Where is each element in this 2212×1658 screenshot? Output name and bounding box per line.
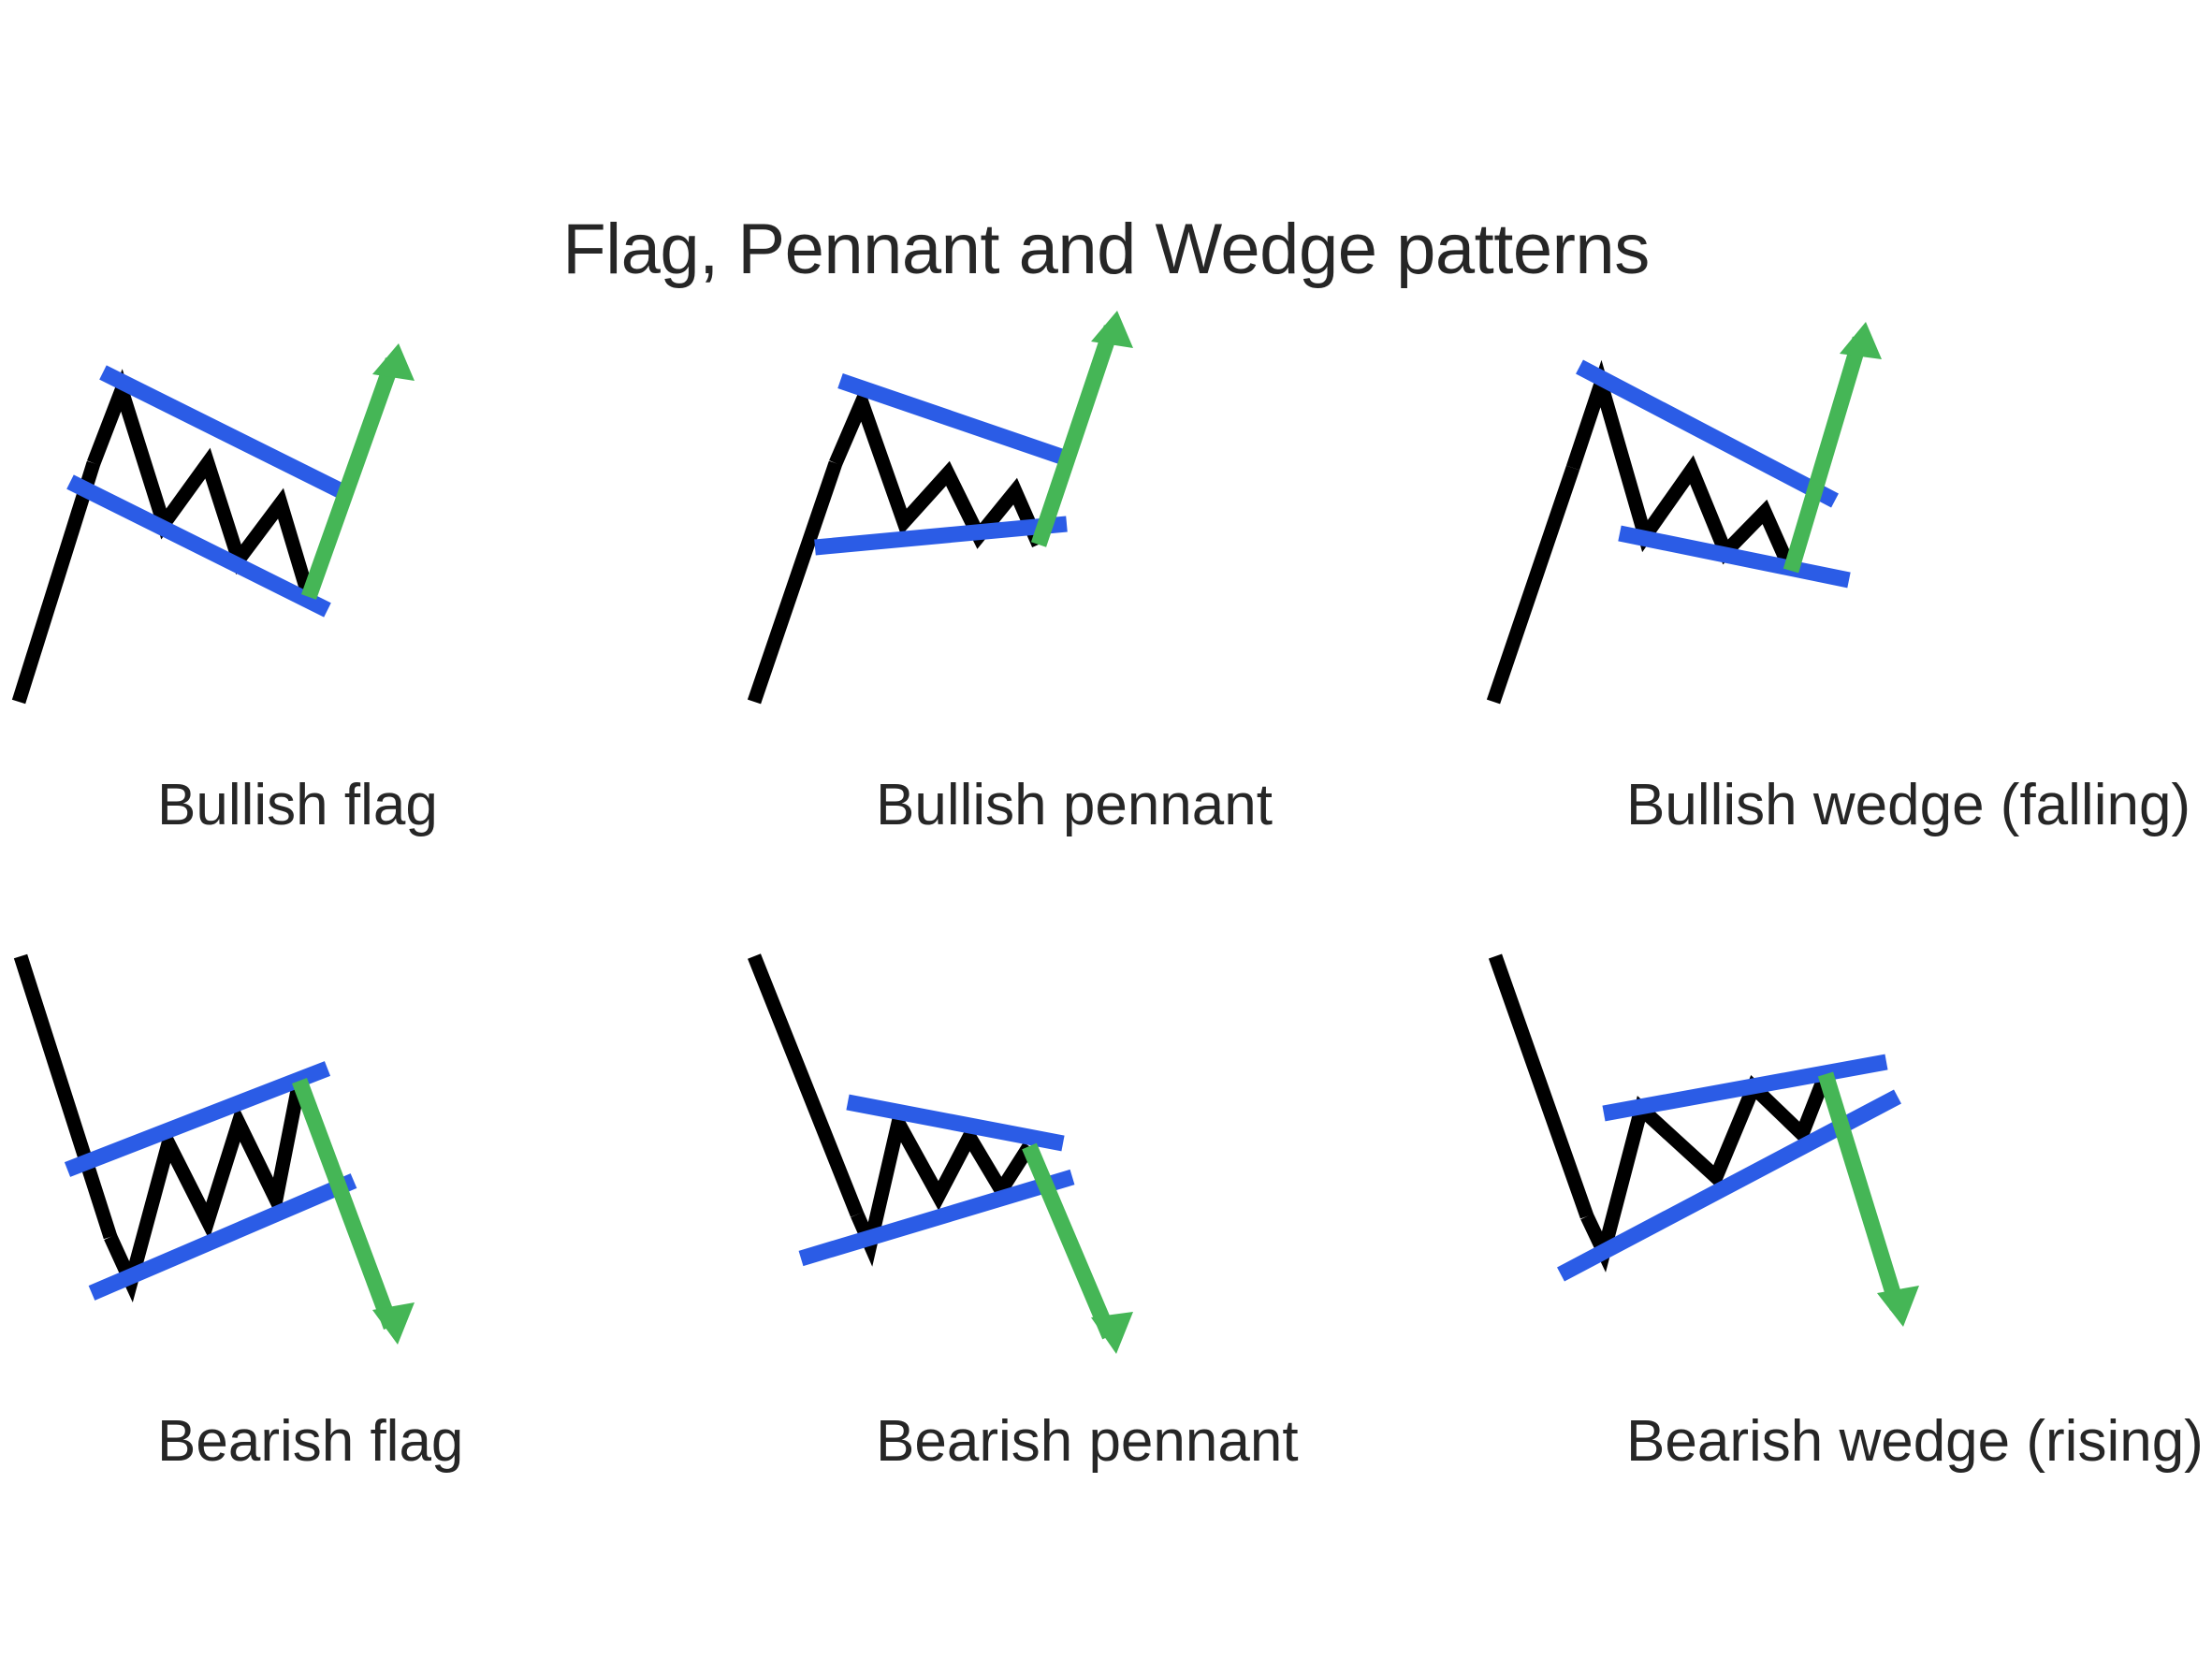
pattern-grid: Bullish flag Bullish pennant Bullish (0, 299, 2212, 1572)
breakout-arrow-shaft (1030, 325, 1120, 547)
breakout-arrow-shaft (292, 1078, 399, 1330)
price-pole-line (13, 953, 118, 1240)
bullish-wedge-falling-figure (1486, 322, 1882, 705)
bearish-flag-figure (13, 953, 415, 1345)
price-pole-line (11, 460, 101, 705)
pattern-label-bullish-wedge-falling: Bullish wedge (falling) (1626, 773, 2191, 837)
trend-line-upper (64, 1061, 331, 1177)
pattern-label-bullish-pennant: Bullish pennant (876, 773, 1273, 837)
price-action-zigzag (829, 383, 1045, 549)
pattern-label-bearish-pennant: Bearish pennant (876, 1409, 1299, 1474)
page-title: Flag, Pennant and Wedge patterns (562, 209, 1650, 289)
pattern-label-bullish-flag: Bullish flag (157, 773, 438, 837)
breakout-arrow-head (1091, 1312, 1133, 1354)
trend-line-lower (814, 516, 1068, 556)
bullish-flag-figure (11, 343, 415, 705)
bullish-pennant-figure (747, 311, 1133, 705)
breakout-arrow-head (1091, 311, 1133, 348)
pattern-panel-bullish-pennant[interactable]: Bullish pennant (737, 299, 1475, 936)
price-pole-line (1486, 465, 1580, 705)
bearish-pennant-figure (748, 953, 1133, 1354)
breakout-arrow-shaft (300, 357, 401, 600)
pattern-panel-bullish-wedge-falling[interactable]: Bullish wedge (falling) (1475, 299, 2212, 936)
pattern-panel-bearish-pennant[interactable]: Bearish pennant (737, 936, 1475, 1572)
bearish-wedge-rising-figure (1488, 953, 1919, 1327)
pattern-label-bearish-flag: Bearish flag (157, 1409, 464, 1474)
trend-line-lower (66, 474, 331, 618)
trend-line-upper (846, 1094, 1065, 1152)
price-pole-line (747, 460, 843, 705)
pattern-panel-bearish-flag[interactable]: Bearish flag (0, 936, 737, 1572)
trend-line-upper (1576, 359, 1839, 508)
breakout-arrow-shaft (1783, 336, 1869, 574)
price-pole-line (1488, 953, 1594, 1219)
breakout-arrow-shaft (1022, 1142, 1117, 1340)
pattern-label-bearish-wedge-rising: Bearish wedge (rising) (1626, 1409, 2204, 1474)
breakout-arrow-head (1877, 1286, 1919, 1327)
pattern-panel-bullish-flag[interactable]: Bullish flag (0, 299, 737, 936)
pattern-panel-bearish-wedge-rising[interactable]: Bearish wedge (rising) (1475, 936, 2212, 1572)
breakout-arrow-head (372, 1302, 415, 1345)
trend-line-upper (837, 372, 1075, 469)
price-pole-line (748, 953, 864, 1217)
breakout-arrow-head (372, 343, 415, 381)
trend-line-lower (798, 1169, 1075, 1267)
breakout-arrow-shaft (1817, 1071, 1906, 1311)
trend-line-upper (1602, 1054, 1888, 1122)
trend-line-lower (1618, 525, 1851, 589)
trend-line-upper (99, 365, 345, 499)
trend-line-lower (88, 1173, 357, 1301)
breakout-arrow-head (1840, 322, 1882, 359)
